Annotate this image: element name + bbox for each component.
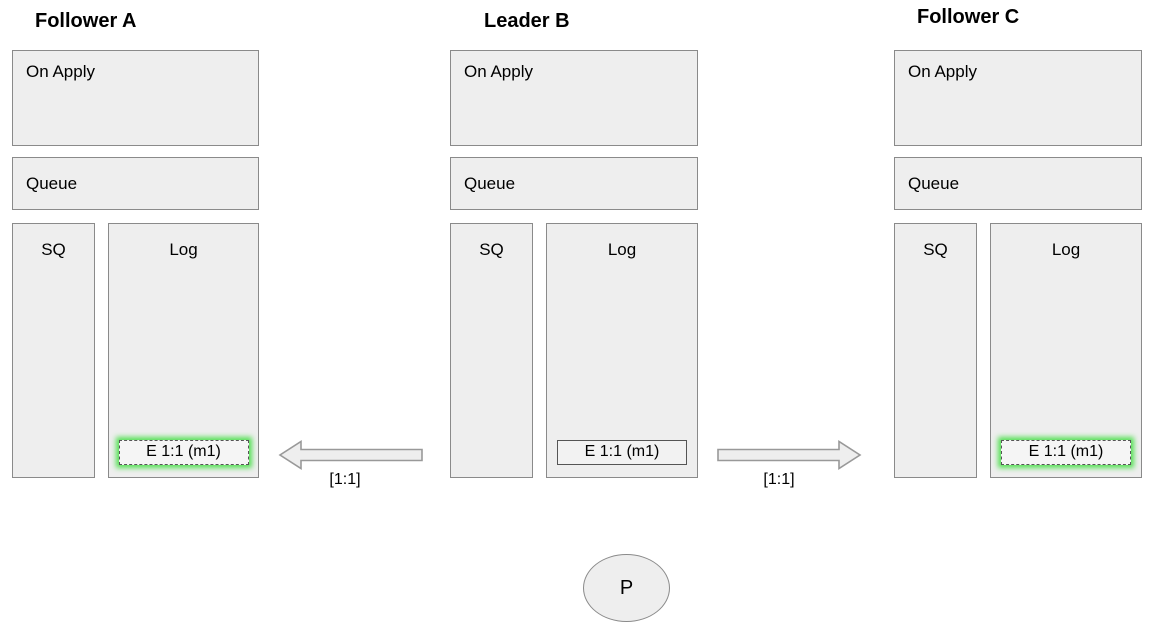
log-label: Log [169,240,198,259]
log-entry: E 1:1 (m1) [557,440,687,465]
queue-label: Queue [908,173,960,193]
log-label: Log [607,240,637,259]
replication-arrow-left-icon [278,440,423,470]
log-box: Log E 1:1 (m1) [546,223,698,478]
queue-box: Queue [894,157,1142,210]
sq-label: SQ [923,240,948,259]
sq-label: SQ [41,240,66,259]
queue-label: Queue [26,173,78,193]
node-title: Follower A [35,10,137,32]
log-entry: E 1:1 (m1) [118,440,249,465]
on-apply-label: On Apply [26,62,95,81]
node-follower-c: Follower C On Apply Queue SQ Log E 1:1 (… [894,0,1142,500]
sq-box: SQ [12,223,95,478]
queue-box: Queue [12,157,259,210]
process-label: P [619,576,634,599]
node-title: Leader B [484,10,570,32]
queue-label: Queue [464,173,516,193]
process-node: P [583,554,670,622]
on-apply-box: On Apply [894,50,1142,146]
log-entry: E 1:1 (m1) [1001,440,1131,465]
sq-label: SQ [479,240,504,259]
on-apply-label: On Apply [908,62,977,81]
on-apply-box: On Apply [450,50,698,146]
log-box: Log E 1:1 (m1) [108,223,259,478]
node-follower-a: Follower A On Apply Queue SQ Log E 1:1 (… [12,0,259,500]
sq-box: SQ [894,223,977,478]
on-apply-box: On Apply [12,50,259,146]
log-label: Log [1051,240,1081,259]
replication-arrow-right-icon [717,440,862,470]
node-title: Follower C [917,6,1020,28]
on-apply-label: On Apply [464,62,533,81]
log-box: Log E 1:1 (m1) [990,223,1142,478]
queue-box: Queue [450,157,698,210]
arrow-label: [1:1] [329,471,361,488]
sq-box: SQ [450,223,533,478]
arrow-label: [1:1] [763,471,795,488]
node-leader-b: Leader B On Apply Queue SQ Log E 1:1 (m1… [450,0,698,500]
